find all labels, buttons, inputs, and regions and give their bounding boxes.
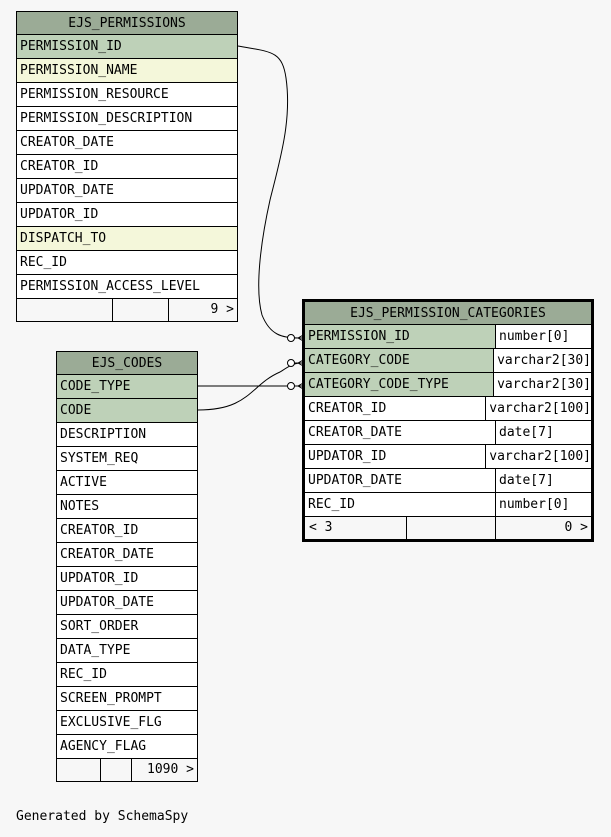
column-name: PERMISSION_DESCRIPTION (20, 111, 193, 126)
table-row[interactable]: SORT_ORDER (57, 615, 197, 639)
table-row[interactable]: CREATOR_DATE (17, 131, 237, 155)
table-row[interactable]: CREATOR_DATE (57, 543, 197, 567)
footer-parents (17, 299, 113, 321)
table-row[interactable]: PERMISSION_ACCESS_LEVEL (17, 275, 237, 299)
column-name: CATEGORY_CODE (305, 349, 495, 372)
column-type: date[7] (499, 473, 554, 488)
column-name: UPDATOR_DATE (305, 469, 496, 492)
table-row[interactable]: REC_ID (17, 251, 237, 275)
column-name: REC_ID (305, 493, 496, 516)
column-name: UPDATOR_ID (305, 445, 487, 468)
table-row[interactable]: CODE (57, 399, 197, 423)
column-name: DESCRIPTION (60, 427, 147, 442)
footer-rows (407, 517, 496, 539)
column-name: REC_ID (60, 667, 107, 682)
table-row[interactable]: EXCLUSIVE_FLG (57, 711, 197, 735)
footer-rows (101, 759, 132, 781)
column-type: number[0] (499, 497, 570, 512)
table-row[interactable]: CREATOR_ID (57, 519, 197, 543)
table-row[interactable]: UPDATOR_DATE (57, 591, 197, 615)
table-row[interactable]: UPDATOR_ID (17, 203, 237, 227)
table-row[interactable]: CODE_TYPE (57, 375, 197, 399)
table-row[interactable]: CREATOR_ID (17, 155, 237, 179)
column-type: date[7] (499, 425, 554, 440)
footer-parents[interactable]: < 3 (305, 517, 407, 539)
column-name: UPDATOR_ID (60, 571, 139, 586)
footer-children[interactable]: 0 > (564, 520, 588, 535)
column-name: EXCLUSIVE_FLG (60, 715, 162, 730)
table-row[interactable]: SCREEN_PROMPT (57, 687, 197, 711)
column-name: SORT_ORDER (60, 619, 139, 634)
table-row[interactable]: PERMISSION_ID (17, 35, 237, 59)
table-row[interactable]: SYSTEM_REQ (57, 447, 197, 471)
column-name: PERMISSION_NAME (17, 59, 237, 82)
column-name: CODE (57, 399, 197, 422)
column-name: CREATOR_DATE (20, 135, 114, 150)
column-type: number[0] (499, 329, 570, 344)
column-name: REC_ID (20, 255, 67, 270)
table-row[interactable]: PERMISSION_DESCRIPTION (17, 107, 237, 131)
column-name: CREATOR_ID (305, 397, 487, 420)
table-row[interactable]: REC_ID (57, 663, 197, 687)
table-title[interactable]: EJS_PERMISSIONS (17, 12, 237, 35)
column-name: CREATOR_ID (20, 159, 99, 174)
column-name: CODE_TYPE (57, 375, 197, 398)
column-name: CATEGORY_CODE_TYPE (305, 373, 495, 396)
generated-by-label: Generated by SchemaSpy (16, 809, 189, 824)
footer-parents (57, 759, 101, 781)
table-row[interactable]: PERMISSION_RESOURCE (17, 83, 237, 107)
table-footer: 9 > (17, 299, 237, 321)
column-name: PERMISSION_ID (305, 325, 496, 348)
column-name: AGENCY_FLAG (60, 739, 147, 754)
link-permission-id (237, 45, 300, 339)
table-footer: 1090 > (57, 759, 197, 781)
column-name: CREATOR_ID (60, 523, 139, 538)
table-title[interactable]: EJS_PERMISSION_CATEGORIES (305, 302, 591, 325)
column-name: UPDATOR_ID (20, 207, 99, 222)
column-type: varchar2[100] (489, 449, 591, 464)
column-name: SYSTEM_REQ (60, 451, 139, 466)
column-name: CREATOR_DATE (305, 421, 496, 444)
column-name: DISPATCH_TO (17, 227, 237, 250)
column-name: PERMISSION_ACCESS_LEVEL (20, 279, 201, 294)
table-title[interactable]: EJS_CODES (57, 352, 197, 375)
column-name: ACTIVE (60, 475, 107, 490)
table-row[interactable]: DESCRIPTION (57, 423, 197, 447)
column-name: DATA_TYPE (60, 643, 131, 658)
column-type: varchar2[100] (489, 401, 591, 416)
column-name: UPDATOR_DATE (20, 183, 114, 198)
table-row[interactable]: UPDATOR_DATE (17, 179, 237, 203)
table-row[interactable]: ACTIVE (57, 471, 197, 495)
column-name: UPDATOR_DATE (60, 595, 154, 610)
column-name: CREATOR_DATE (60, 547, 154, 562)
column-name: PERMISSION_RESOURCE (20, 87, 169, 102)
footer-rows (113, 299, 169, 321)
column-type: varchar2[30] (497, 377, 591, 392)
table-row[interactable]: DISPATCH_TO (17, 227, 237, 251)
column-name: NOTES (60, 499, 100, 514)
table-row[interactable]: AGENCY_FLAG (57, 735, 197, 759)
table-row[interactable]: PERMISSION_NAME (17, 59, 237, 83)
footer-children[interactable]: 9 > (210, 302, 234, 317)
table-row[interactable]: NOTES (57, 495, 197, 519)
column-name: PERMISSION_ID (17, 35, 237, 58)
table-footer: < 3 0 > (305, 517, 591, 539)
table-row[interactable]: DATA_TYPE (57, 639, 197, 663)
table-row[interactable]: UPDATOR_ID (57, 567, 197, 591)
column-name: SCREEN_PROMPT (60, 691, 162, 706)
column-type: varchar2[30] (497, 353, 591, 368)
footer-children[interactable]: 1090 > (147, 762, 194, 777)
